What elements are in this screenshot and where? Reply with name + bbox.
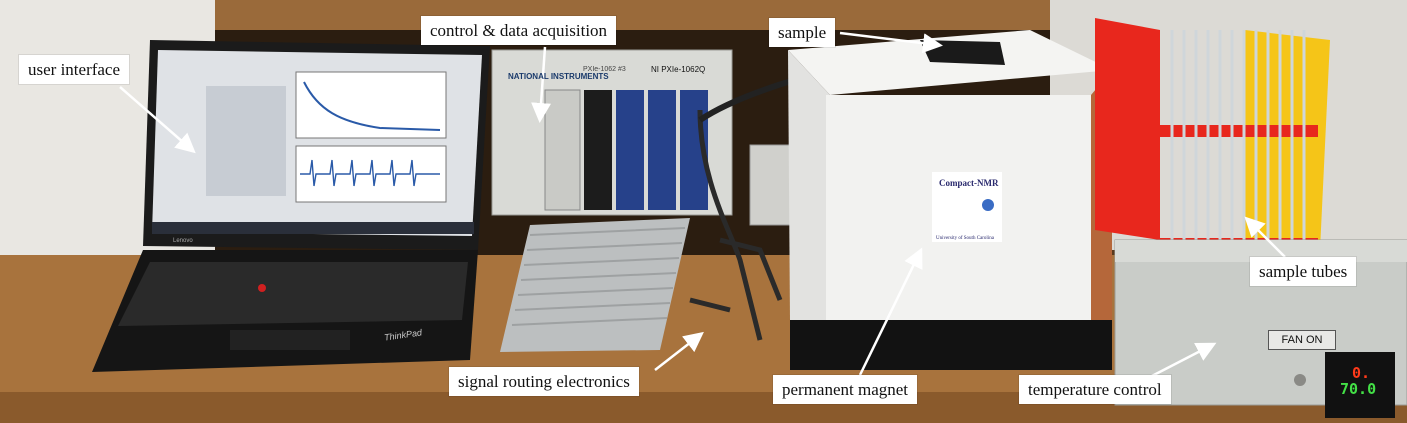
screen-plot-top [295,71,447,139]
key-lock [1294,374,1306,386]
laptop-keyboard [118,262,468,326]
laptop [92,40,490,372]
callout-sample-tubes: sample tubes [1250,257,1357,286]
controller-display-frame [1325,352,1395,418]
rack-frame [1095,18,1160,240]
callout-control-daq: control & data acquisition [421,16,617,45]
heatsink-box [500,218,690,352]
ni-chassis [491,49,733,216]
shelf-top [215,0,1050,30]
rack-back [1245,30,1330,250]
fan-on-label: FAN ON [1268,330,1336,350]
callout-permanent-magnet: permanent magnet [773,375,918,404]
screen-decay-curve [303,81,441,131]
arrow-sample-tubes [1244,216,1286,258]
rf-cables [689,109,783,341]
touchpad [230,330,350,350]
display-top-readout: 0. [1352,364,1371,382]
chassis-module-3 [616,90,644,210]
magnet-enclosure [788,30,1112,370]
logo-title: Compact-NMR [939,178,999,188]
logo-spin [982,199,994,211]
callout-sample: sample [769,18,836,47]
chassis-module-4 [648,90,676,210]
arrow-control-daq [531,46,552,123]
tube-rack [1095,18,1330,252]
callout-temperature-control: temperature control [1019,375,1171,404]
chassis-module-2 [584,90,612,210]
trackpoint [258,284,266,292]
callout-signal-routing: signal routing electronics [449,367,639,396]
arrow-temperature-control [1149,342,1217,379]
arrow-user-interface [119,86,196,154]
screen-panel-left [206,86,286,196]
foam-side [788,50,830,322]
laptop-maker: Lenovo [173,238,193,244]
logo-subtitle: University of South Carolina [936,236,994,241]
heatsink-fins [511,227,686,326]
callout-user-interface: user interface [19,55,130,84]
aux-instrument [749,144,791,226]
screen-echo-signal [300,159,440,187]
arrow-sample [839,31,943,54]
magnet-base [790,320,1112,370]
glass-tubes [1170,30,1306,240]
chassis-id-label: PXIe-1062 #3 [583,66,626,73]
ni-brand-label: NATIONAL INSTRUMENTS [508,72,609,81]
chassis-model-label: NI PXIe-1062Q [651,65,706,74]
arrow-permanent-magnet [858,247,923,376]
chassis-module-1 [544,89,581,211]
controller-top [1115,240,1407,262]
screen-taskbar [152,222,474,234]
display-bottom-readout: 70.0 [1340,380,1377,398]
arrow-signal-routing [654,331,704,371]
callout-arrows [119,31,1286,379]
